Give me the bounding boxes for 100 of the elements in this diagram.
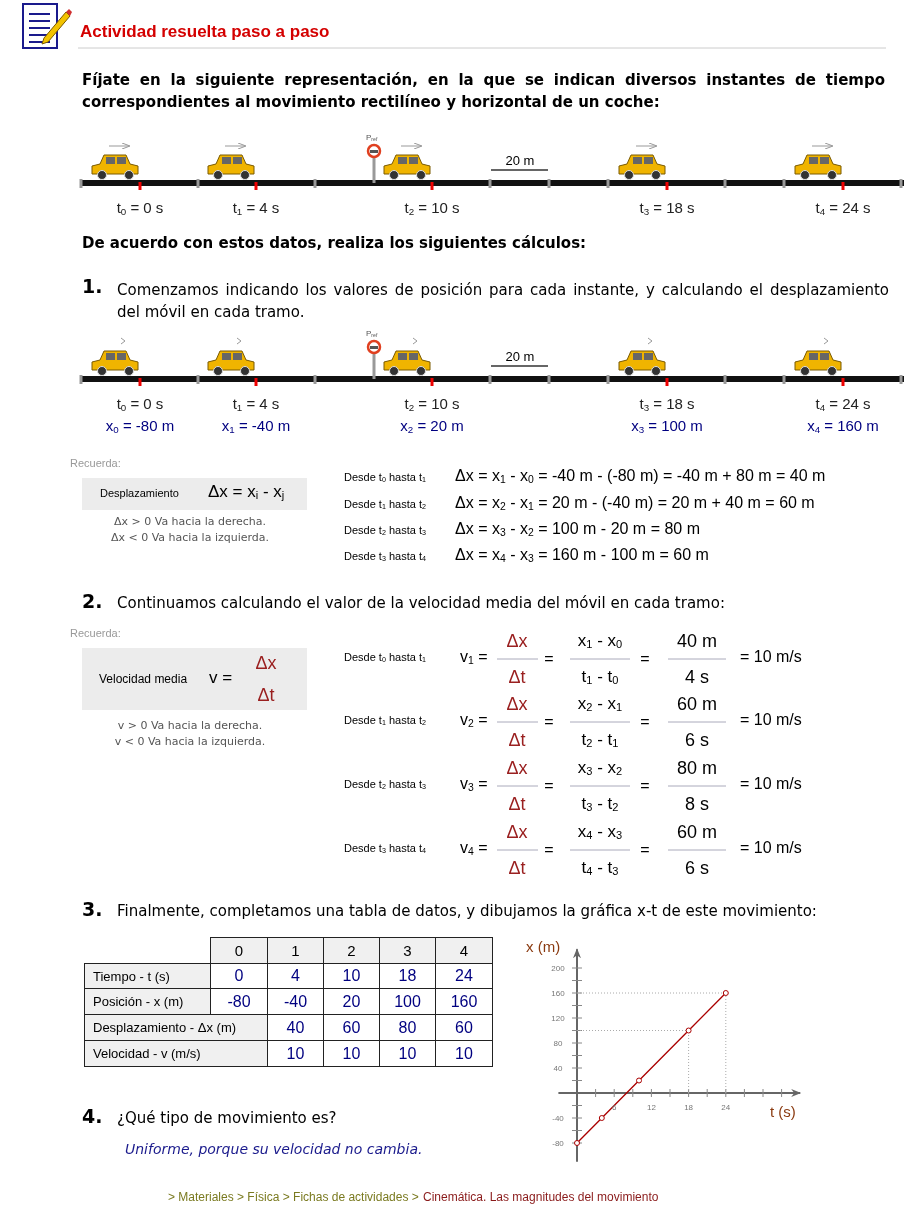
fraction-numerator: x$_{4}$ - x$_{3}$ <box>577 822 623 842</box>
fraction-denominator: Δt <box>257 684 275 706</box>
step-number: 4. <box>82 1105 103 1127</box>
fraction-numerator: x$_{2}$ - x$_{1}$ <box>577 694 623 714</box>
fraction-denominator: Δt <box>508 729 526 751</box>
tick-label: 40 <box>553 1063 563 1073</box>
box-label: Velocidad media <box>99 672 188 686</box>
position-label: x$_{3}$ = 100 m <box>631 417 703 435</box>
row-header: Tiempo - t (s) <box>84 963 211 989</box>
note-text: Δx < 0 Va hacia la izquierda. <box>110 530 270 544</box>
equation: Δx = x$_{3}$ - x$_{2}$ = 100 m - 20 m = 80 m <box>455 520 700 539</box>
fraction-numerator: Δx <box>506 757 528 779</box>
fraction-denominator: Δt <box>508 666 526 688</box>
row-header: Posición - x (m) <box>84 988 211 1015</box>
fraction-denominator: 4 s <box>685 666 709 688</box>
scale-label: 20 m <box>505 348 535 364</box>
velocity-label: v$_{2}$ = <box>460 711 488 730</box>
velocity-label: v$_{3}$ = <box>460 775 488 794</box>
equals-sign: = <box>544 713 554 731</box>
fraction-denominator: t$_{4}$ - t$_{3}$ <box>581 858 619 878</box>
position-label: x$_{4}$ = 160 m <box>807 417 879 435</box>
fraction-numerator: 40 m <box>677 630 717 652</box>
tick-label: -80 <box>552 1138 564 1148</box>
instruction-heading: De acuerdo con estos datos, realiza los siguientes cálculos: <box>82 234 587 252</box>
time-label: t$_{4}$ = 24 s <box>815 199 871 217</box>
time-label: t$_{2}$ = 10 s <box>404 199 460 217</box>
step-paragraph: Finalmente, completamos una tabla de datos, y dibujamos la gráfica x-t de este movimiento: <box>117 902 817 920</box>
equals-sign: = <box>640 777 650 795</box>
equals-sign: = <box>640 841 650 859</box>
tick-label: 18 <box>684 1102 694 1112</box>
note-text: Δx > 0 Va hacia la derecha. <box>113 514 267 528</box>
tick-label: -40 <box>552 1113 564 1123</box>
tick-label: 120 <box>551 1013 565 1023</box>
fraction-denominator: 8 s <box>685 793 709 815</box>
time-label: t$_{0}$ = 0 s <box>116 395 164 413</box>
result: = 10 m/s <box>740 648 802 666</box>
reference-label: P$_{ref}$ <box>366 133 378 143</box>
title: Actividad resuelta paso a paso <box>80 22 330 42</box>
axis-title: t (s) <box>770 1103 796 1120</box>
interval-label: Desde t$_{2}$ hasta t$_{3}$ <box>344 524 426 538</box>
interval-label: Desde t$_{1}$ hasta t$_{2}$ <box>344 498 426 512</box>
equals-sign: = <box>544 650 554 668</box>
fraction-denominator: 6 s <box>685 729 709 751</box>
equation: Δx = x$_{2}$ - x$_{1}$ = 20 m - (-40 m) = 20 m + 40 m = 60 m <box>455 494 815 513</box>
equals-sign: = <box>544 777 554 795</box>
note-text: v > 0 Va hacia la derecha. <box>117 718 263 732</box>
column-header: 0 <box>210 937 268 964</box>
fraction-numerator: Δx <box>506 630 528 652</box>
note-text: v < 0 Va hacia la izquierda. <box>114 734 266 748</box>
equals-sign: = <box>640 650 650 668</box>
result: = 10 m/s <box>740 839 802 857</box>
interval-label: Desde t$_{0}$ hasta t$_{1}$ <box>344 651 426 665</box>
answer: Uniforme, porque su velocidad no cambia. <box>125 1141 423 1157</box>
time-label: t$_{4}$ = 24 s <box>815 395 871 413</box>
position-label: x$_{2}$ = 20 m <box>400 417 464 435</box>
time-label: t$_{0}$ = 0 s <box>116 199 164 217</box>
interval-label: Desde t$_{1}$ hasta t$_{2}$ <box>344 714 426 728</box>
fraction-denominator: t$_{2}$ - t$_{1}$ <box>581 730 619 750</box>
step-paragraph: Comenzamos indicando los valores de posición para cada instante, y calculando el desplazamiento del móvil en cada tramo. <box>117 280 889 323</box>
intro-paragraph: Fíjate en la siguiente representación, en la que se indican diversos instantes de tiempo correspondientes al movimiento rectilíneo y horizontal de un coche: <box>82 70 885 113</box>
equals-sign: = <box>640 713 650 731</box>
fraction-numerator: x$_{3}$ - x$_{2}$ <box>577 758 623 778</box>
equation: Δx = x$_{4}$ - x$_{3}$ = 160 m - 100 m = 60 m <box>455 546 709 565</box>
step-number: 1. <box>82 275 103 297</box>
velocity-label: v$_{4}$ = <box>460 839 488 858</box>
breadcrumb-link: Cinemática. Las magnitudes del movimiento <box>423 1190 659 1204</box>
fraction-numerator: x$_{1}$ - x$_{0}$ <box>577 631 623 651</box>
note-heading: Recuerda: <box>70 457 121 469</box>
note-heading: Recuerda: <box>70 627 121 639</box>
interval-label: Desde t$_{2}$ hasta t$_{3}$ <box>344 778 426 792</box>
row-header: Desplazamiento - Δx (m) <box>84 1014 268 1041</box>
tick-label: 200 <box>551 963 565 973</box>
step-number: 3. <box>82 898 103 920</box>
fraction-denominator: Δt <box>508 857 526 879</box>
result: = 10 m/s <box>740 711 802 729</box>
fraction-numerator: 80 m <box>677 757 717 779</box>
tick-label: 6 <box>611 1102 617 1112</box>
fraction-numerator: Δx <box>506 821 528 843</box>
axis-title: x (m) <box>526 938 561 955</box>
tick-label: 12 <box>646 1102 656 1112</box>
fraction-numerator: Δx <box>506 693 528 715</box>
result: = 10 m/s <box>740 775 802 793</box>
formula: Δx = x$_{i}$ - x$_{j}$ <box>208 482 285 502</box>
formula: v = <box>209 668 233 688</box>
table-cell: 10 <box>435 1040 493 1067</box>
reference-label: P$_{ref}$ <box>366 329 378 339</box>
fraction-numerator: 60 m <box>677 821 717 843</box>
time-label: t$_{3}$ = 18 s <box>639 395 695 413</box>
box-label: Desplazamiento <box>100 487 179 499</box>
equation: Δx = x$_{1}$ - x$_{0}$ = -40 m - (-80 m) = -40 m + 80 m = 40 m <box>455 467 826 486</box>
scale-label: 20 m <box>505 152 535 168</box>
interval-label: Desde t$_{3}$ hasta t$_{4}$ <box>344 550 426 564</box>
position-label: x$_{0}$ = -80 m <box>105 417 175 435</box>
fraction-denominator: t$_{1}$ - t$_{0}$ <box>581 667 619 687</box>
tick-label: 80 <box>553 1038 563 1048</box>
fraction-denominator: 6 s <box>685 857 709 879</box>
time-label: t$_{1}$ = 4 s <box>232 199 280 217</box>
equals-sign: = <box>544 841 554 859</box>
position-label: x$_{1}$ = -40 m <box>221 417 291 435</box>
question: ¿Qué tipo de movimiento es? <box>117 1109 337 1127</box>
